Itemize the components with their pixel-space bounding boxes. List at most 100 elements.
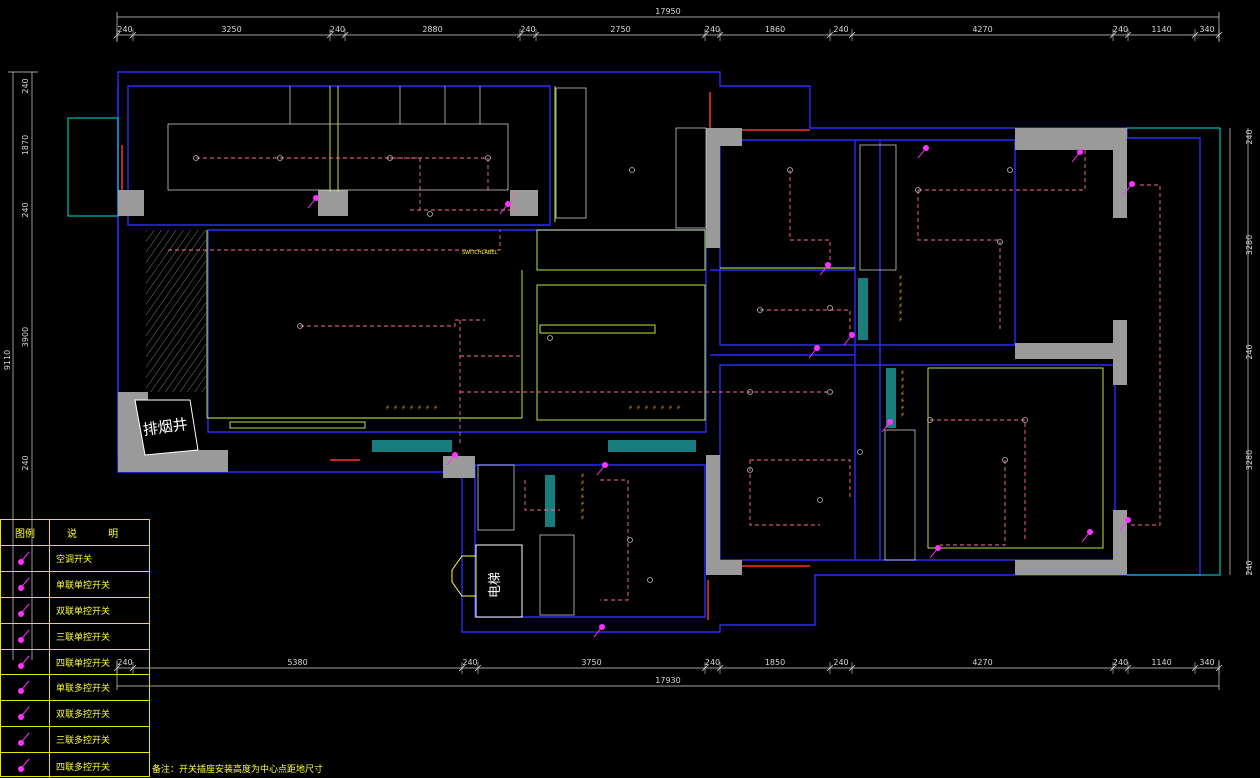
- light-fixture-icon: [857, 449, 863, 455]
- left-dim-3: 1870: [21, 135, 30, 155]
- legend-row: 四联多控开关: [1, 753, 149, 778]
- right-dim-2: 3280: [1245, 235, 1254, 255]
- socket-icon: ⚡: [652, 404, 657, 412]
- legend-row: 四联单控开关: [1, 649, 149, 676]
- socket-icon: ⚡: [644, 404, 649, 412]
- left-dim-2: 240: [21, 78, 30, 93]
- legend-label: 四联单控开关: [56, 658, 111, 669]
- socket-icon: ⚡: [676, 404, 681, 412]
- light-fixture-icon: [427, 211, 433, 217]
- legend-row: 单联多控开关: [1, 675, 149, 702]
- single-multi-switch-icon: [1, 675, 50, 701]
- socket-icon: ⚡: [433, 404, 438, 412]
- legend-header-symbol: 图例: [1, 520, 50, 545]
- structural-columns: [118, 128, 1127, 575]
- switch-lever-icon: [1071, 151, 1081, 163]
- socket-icon: ⚡: [580, 507, 585, 515]
- room-partitions: [206, 86, 1104, 549]
- socket-icon: ⚡: [900, 411, 905, 419]
- note-text: 备注：开关插座安装高度为中心点距地尺寸: [152, 765, 324, 775]
- quad-multi-switch-icon: [1, 753, 50, 778]
- quad-switch-icon: [1, 649, 50, 675]
- socket-icon: ⚡: [417, 404, 422, 412]
- light-fixture-icon: [927, 417, 933, 423]
- ac-switch-icon: [1, 546, 50, 571]
- socket-icon: ⚡: [898, 316, 903, 324]
- socket-icon: ⚡: [580, 486, 585, 494]
- flue-shaft: 排烟井: [134, 399, 199, 456]
- light-fixture-icon: [757, 307, 763, 313]
- light-fixture-icon: [787, 167, 793, 173]
- top-dim-label: 240: [833, 25, 848, 34]
- socket-icon: ⚡: [898, 274, 903, 282]
- light-fixture-icon: [629, 167, 635, 173]
- legend-label: 双联单控开关: [56, 606, 111, 617]
- light-fixture-icon: [1022, 417, 1028, 423]
- elevator-label: 电梯: [488, 572, 503, 598]
- switch-lever-icon: [808, 347, 818, 359]
- light-fixture-icon: [1007, 167, 1013, 173]
- bottom-dim-label: 240: [705, 658, 720, 667]
- single-switch-icon: [1, 571, 50, 597]
- switch-lever-icon: [1119, 519, 1129, 531]
- socket-icon: ⚡: [401, 404, 406, 412]
- legend-row: 双联多控开关: [1, 701, 149, 728]
- socket-icon: ⚡: [898, 309, 903, 317]
- legend-header-desc: 说 明: [66, 529, 133, 540]
- bottom-dim-label: 1850: [765, 658, 785, 667]
- right-dim-5: 240: [1245, 560, 1254, 575]
- top-dim-label: 2880: [422, 25, 442, 34]
- socket-icon: ⚡: [898, 281, 903, 289]
- left-dim-1: 9110: [3, 350, 12, 370]
- light-fixture-icon: [485, 155, 491, 161]
- legend-rows: 空调开关单联单控开关双联单控开关三联单控开关四联单控开关单联多控开关双联多控开关…: [1, 546, 149, 778]
- switch-lever-icon: [843, 334, 853, 346]
- socket-icon: ⚡: [580, 472, 585, 480]
- switch-lever-icon: [1081, 531, 1091, 543]
- light-fixture-icon: [547, 335, 553, 341]
- elevator: 电梯: [451, 544, 523, 618]
- switch-lever-icon: [917, 147, 927, 159]
- light-fixture-icon: [997, 239, 1003, 245]
- furniture: [167, 86, 916, 616]
- socket-icon: ⚡: [900, 369, 905, 377]
- socket-icon: ⚡: [393, 404, 398, 412]
- flue-wall-hatch: [146, 230, 206, 392]
- triple-multi-switch-icon: [1, 727, 50, 753]
- top-dim-label: 240: [520, 25, 535, 34]
- left-dim-6: 240: [21, 455, 30, 470]
- double-multi-switch-icon: [1, 701, 50, 727]
- legend-row: 双联单控开关: [1, 597, 149, 624]
- top-dim-label: 1860: [765, 25, 785, 34]
- light-fixture-icon: [193, 155, 199, 161]
- switch-lever-icon: [446, 454, 456, 466]
- legend-label: 空调开关: [56, 554, 93, 565]
- legend-label: 四联多控开关: [56, 762, 111, 773]
- top-dim-label: 240: [1113, 25, 1128, 34]
- socket-icon: ⚡: [385, 404, 390, 412]
- socket-icon: ⚡: [580, 493, 585, 501]
- socket-icon: ⚡: [580, 479, 585, 487]
- light-fixtures: [193, 155, 1028, 583]
- top-dim-label: 340: [1199, 25, 1214, 34]
- top-dim-label: 4270: [972, 25, 992, 34]
- doors: [121, 92, 810, 620]
- light-fixture-icon: [747, 467, 753, 473]
- legend-table: 图例 说 明 空调开关单联单控开关双联单控开关三联单控开关四联单控开关单联多控开…: [0, 519, 150, 778]
- top-dimension-chain: [116, 12, 1220, 42]
- light-fixture-icon: [277, 155, 283, 161]
- legend-label: 双联多控开关: [56, 710, 111, 721]
- right-dim-1: 240: [1245, 129, 1254, 144]
- socket-icon: ⚡: [636, 404, 641, 412]
- socket-icon: ⚡: [900, 404, 905, 412]
- socket-icon: ⚡: [900, 397, 905, 405]
- small-annotation: SWITCHLABEL: [462, 250, 498, 256]
- switch-lever-icon: [307, 197, 317, 209]
- bottom-dim-label: 240: [833, 658, 848, 667]
- bottom-dim-label: 340: [1199, 658, 1214, 667]
- socket-icon: ⚡: [898, 295, 903, 303]
- bottom-total-dimension: 17930: [655, 676, 680, 685]
